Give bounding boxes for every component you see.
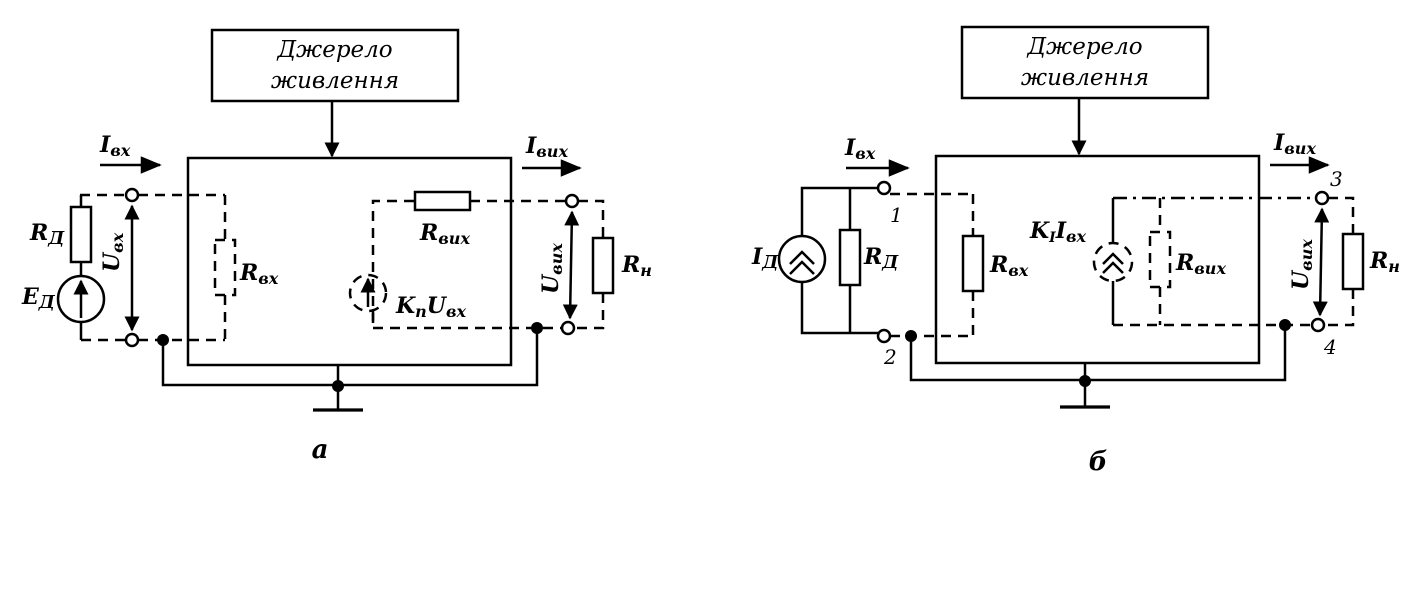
- ground-bus-b: [909, 325, 1287, 382]
- label-I-out: Iвих: [525, 133, 568, 161]
- node-label-4: 4: [1323, 335, 1337, 359]
- node-label-1: 1: [890, 203, 903, 227]
- node-label-2: 2: [883, 345, 897, 369]
- input-resistance: [213, 238, 237, 297]
- terminal-2: [876, 328, 892, 344]
- label-E-source: EД: [21, 284, 56, 313]
- output-resistance-b: [1148, 230, 1172, 289]
- output-terminal-top: [564, 193, 580, 209]
- current-source-icon: [777, 234, 827, 284]
- label-I-source-b: IД: [751, 244, 779, 273]
- label-R-load-b: Rн: [1369, 248, 1400, 276]
- diagram-a: Джерело живлення: [21, 28, 652, 465]
- label-U-out: Uвих: [538, 243, 566, 294]
- terminal-1: [876, 180, 892, 196]
- dependent-voltage-source-icon: [348, 273, 388, 313]
- label-R-source-b: RД: [863, 244, 899, 273]
- power-supply-box: [210, 28, 460, 103]
- supply-label-b-line1: Джерело: [1026, 34, 1142, 60]
- label-R-in: Rвх: [239, 260, 279, 288]
- terminal-3: [1314, 190, 1330, 206]
- supply-label-line1: Джерело: [276, 37, 392, 63]
- source-resistor: [69, 205, 93, 264]
- dependent-current-source-icon: [1092, 241, 1134, 283]
- label-R-out: Rвих: [419, 220, 470, 248]
- load-resistor: [591, 236, 615, 295]
- label-R-source: RД: [29, 220, 65, 249]
- node-label-3: 3: [1330, 167, 1343, 191]
- label-R-out-b: Rвих: [1175, 250, 1226, 278]
- label-I-in-b: Iвх: [844, 135, 876, 163]
- ground-bus: [161, 328, 539, 387]
- label-R-load: Rн: [621, 252, 652, 280]
- terminal-4: [1310, 317, 1326, 333]
- input-terminal-bottom: [124, 332, 140, 348]
- output-terminal-bottom: [560, 320, 576, 336]
- label-U-out-b: Uвих: [1288, 239, 1316, 290]
- caption-a: а: [312, 435, 329, 465]
- label-I-out-b: Iвих: [1273, 130, 1316, 158]
- supply-label-line2: живлення: [271, 68, 399, 94]
- input-resistance-b: [961, 234, 985, 293]
- amplifier-box: [186, 156, 513, 367]
- caption-b: б: [1089, 447, 1108, 477]
- label-gain-b: KIIвх: [1029, 218, 1086, 246]
- input-terminal-top: [124, 187, 140, 203]
- load-resistor-b: [1341, 232, 1365, 291]
- label-I-in: Iвх: [99, 132, 131, 160]
- label-gain: KпUвх: [395, 293, 466, 321]
- source-resistor-b: [838, 228, 862, 287]
- supply-label-b-line2: живлення: [1021, 65, 1149, 91]
- label-U-in: Uвх: [99, 232, 127, 272]
- diagram-b: Джерело живлення: [751, 25, 1400, 477]
- label-R-in-b: Rвх: [989, 252, 1029, 280]
- amplifier-box-b: [934, 154, 1261, 365]
- output-resistance: [413, 190, 472, 212]
- power-supply-box-b: [960, 25, 1210, 100]
